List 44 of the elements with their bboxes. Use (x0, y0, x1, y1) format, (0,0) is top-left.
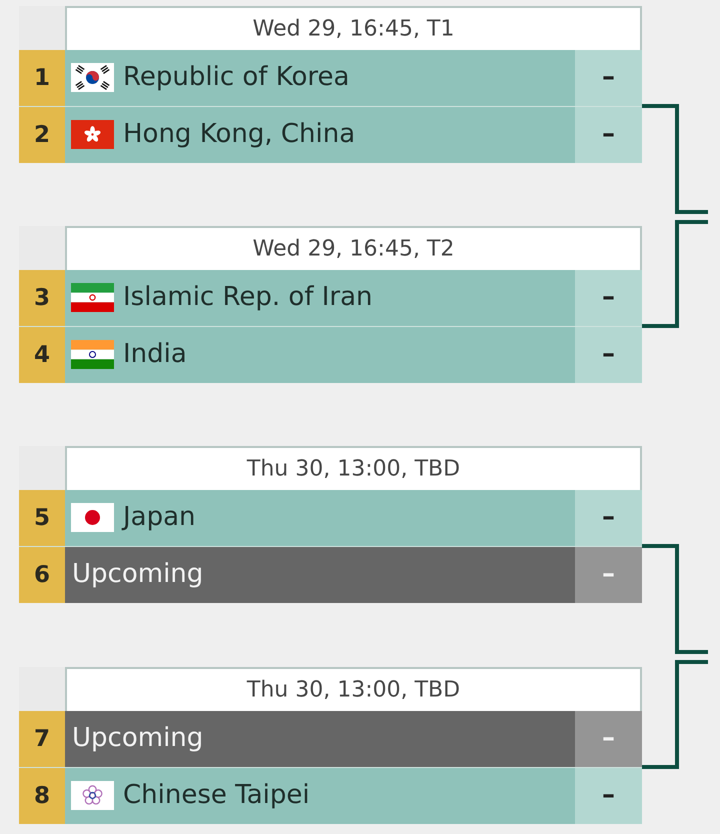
match-card (19, 6, 642, 163)
seed-number: 7 (19, 711, 65, 767)
team-name: Japan (123, 503, 196, 533)
match-card (19, 446, 642, 603)
team-row (19, 326, 642, 383)
team-row (19, 546, 642, 603)
score-cell: – (575, 270, 642, 326)
match-card (19, 667, 642, 824)
seed-number: 1 (19, 50, 65, 106)
score-cell: – (575, 50, 642, 106)
match-card (19, 226, 642, 383)
seed-number: 6 (19, 547, 65, 603)
team-row (19, 767, 642, 824)
team-name: India (123, 340, 187, 370)
team-name: Upcoming (72, 724, 204, 754)
match-header: Thu 30, 13:00, TBD (65, 446, 642, 490)
match-header: Wed 29, 16:45, T2 (65, 226, 642, 270)
team-name: Upcoming (72, 560, 204, 590)
seed-number: 2 (19, 107, 65, 163)
bracket-line (642, 220, 708, 328)
team-name: Chinese Taipei (123, 781, 310, 811)
bracket-line (642, 544, 708, 654)
team-name: Hong Kong, China (123, 120, 356, 150)
team-row (19, 270, 642, 326)
seed-number: 3 (19, 270, 65, 326)
team-row (19, 106, 642, 163)
seed-number: 5 (19, 490, 65, 546)
match-header: Thu 30, 13:00, TBD (65, 667, 642, 711)
bracket-line (642, 104, 708, 214)
team-row (19, 490, 642, 546)
team-row (19, 50, 642, 106)
score-cell: – (575, 768, 642, 824)
score-cell: – (575, 711, 642, 767)
score-cell: – (575, 490, 642, 546)
score-cell: – (575, 327, 642, 383)
score-cell: – (575, 547, 642, 603)
bracket-line (642, 660, 708, 769)
team-name: Islamic Rep. of Iran (123, 283, 373, 313)
seed-number: 8 (19, 768, 65, 824)
match-header: Wed 29, 16:45, T1 (65, 6, 642, 50)
team-name: Republic of Korea (123, 63, 350, 93)
score-cell: – (575, 107, 642, 163)
seed-number: 4 (19, 327, 65, 383)
team-row (19, 711, 642, 767)
